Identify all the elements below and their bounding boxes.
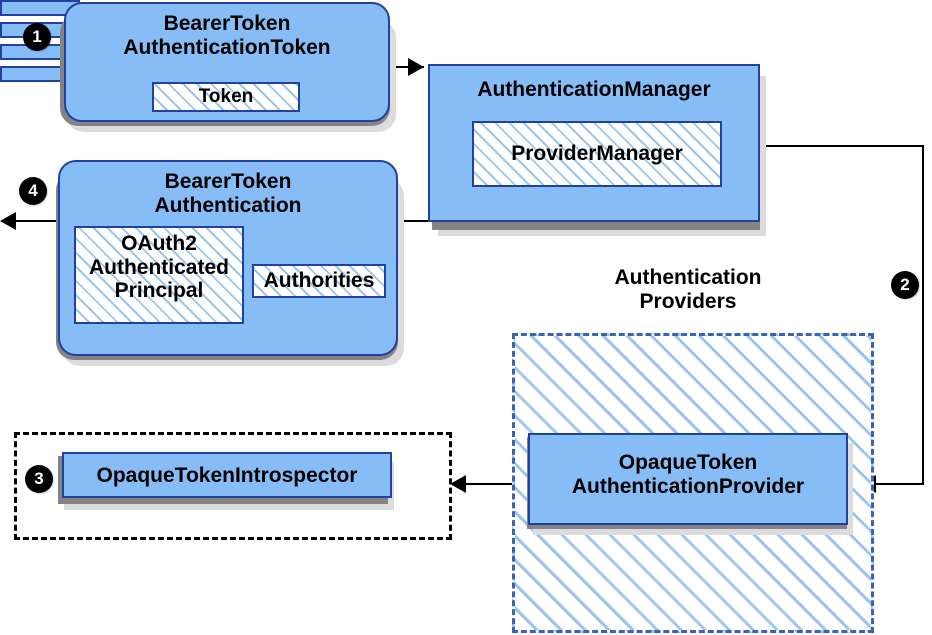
- step-badge-1-number: 1: [32, 27, 42, 46]
- step-badge-4: 4: [20, 178, 46, 204]
- arrow-provider-to-introspector: [450, 475, 466, 493]
- connector-provider-to-introspector: [466, 483, 528, 485]
- connector-manager-to-provider-left: [876, 483, 924, 485]
- node-bearer-token-authentication-token[interactable]: BearerToken AuthenticationToken Token: [64, 2, 390, 122]
- inner-authorities-label: Authorities: [263, 269, 375, 292]
- authentication-providers-label: Authentication Providers: [614, 266, 762, 313]
- inner-authorities: Authorities: [252, 264, 386, 298]
- node-label: BearerToken Authentication: [154, 170, 302, 217]
- node-label: OpaqueToken AuthenticationProvider: [571, 451, 805, 498]
- node-opaque-token-introspector[interactable]: OpaqueTokenIntrospector: [62, 452, 392, 498]
- connector-manager-to-authentication: [396, 220, 432, 222]
- inner-provider-manager-label: ProviderManager: [511, 142, 683, 165]
- node-authentication-manager[interactable]: AuthenticationManager ProviderManager: [428, 64, 760, 222]
- connector-manager-to-provider-top: [758, 145, 924, 147]
- node-label: AuthenticationManager: [477, 78, 711, 101]
- step-badge-2: 2: [892, 272, 918, 298]
- connector-outgoing-authentication: [8, 220, 66, 222]
- arrow-outgoing-authentication: [0, 212, 16, 230]
- connector-token-to-manager: [388, 66, 424, 68]
- node-label: OpaqueTokenIntrospector: [96, 464, 358, 487]
- arrow-token-to-manager: [408, 58, 424, 76]
- node-opaque-token-authentication-provider[interactable]: OpaqueToken AuthenticationProvider: [528, 433, 848, 525]
- inner-principal-label: OAuth2 Authenticated Principal: [88, 232, 229, 303]
- inner-token-label: Token: [198, 86, 254, 107]
- step-badge-1: [24, 24, 50, 50]
- node-bearer-token-authentication[interactable]: BearerToken Authentication OAuth2 Authen…: [58, 160, 398, 356]
- node-label: BearerToken AuthenticationToken: [123, 12, 331, 59]
- connector-manager-to-provider-down: [922, 145, 924, 484]
- inner-provider-manager: ProviderManager: [472, 121, 722, 187]
- introspector-container: [14, 432, 452, 540]
- inner-token: Token: [152, 82, 300, 112]
- inner-oauth2-authenticated-principal: OAuth2 Authenticated Principal: [74, 226, 244, 324]
- step-badge-3: 3: [26, 466, 52, 492]
